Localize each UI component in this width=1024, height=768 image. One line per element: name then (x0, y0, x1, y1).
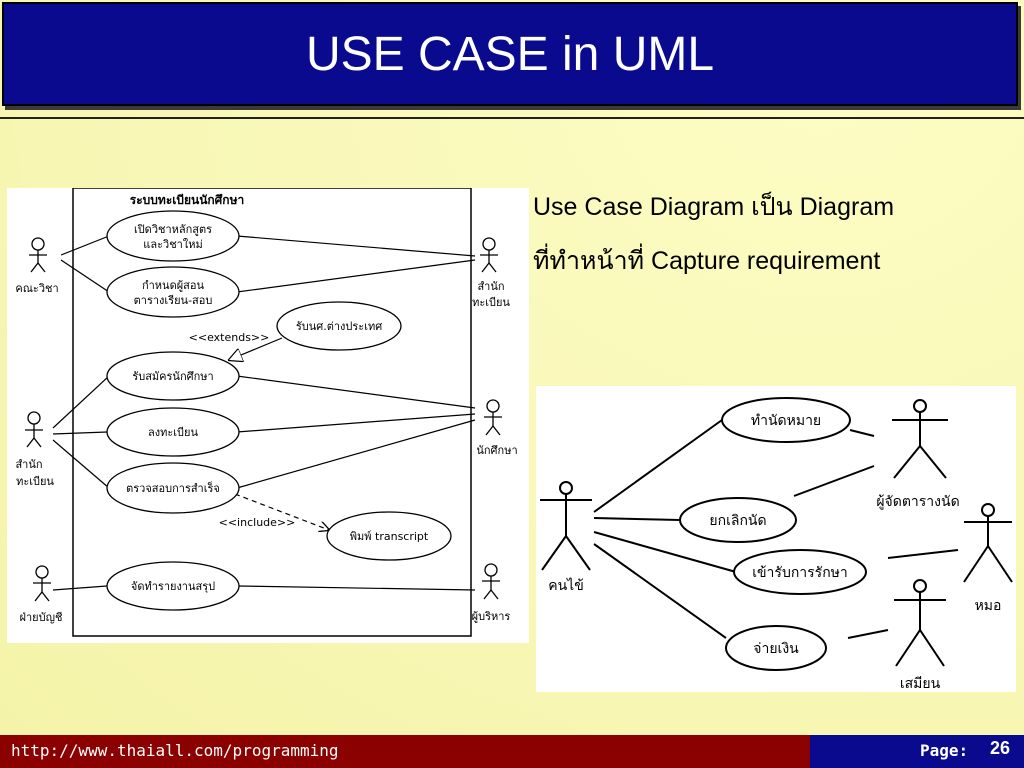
actor-accounting-label: ฝ่ายบัญชี (20, 611, 63, 624)
student-registration-diagram: ระบบทะเบียนนักศึกษา <<extends>> <<includ… (7, 187, 529, 643)
assoc-check-student (236, 419, 476, 489)
assoc-reg-admit (52, 375, 110, 429)
actor-student-label: นักศึกษา (476, 444, 517, 457)
assoc-reg-register (52, 431, 108, 435)
actor-student-icon (484, 399, 502, 436)
usecase-admit-students-label: รับสมัครนักศึกษา (132, 370, 213, 383)
actor-doctor-label: หมอ (975, 598, 1002, 614)
usecase-print-transcript-label: พิมพ์ transcript (350, 530, 429, 543)
usecase-payment-label: จ่ายเงิน (753, 641, 799, 657)
actor-faculty-icon (29, 237, 47, 273)
assoc-accounting-report (52, 585, 108, 591)
slide-title: USE CASE in UML (305, 27, 715, 81)
actor-doctor-icon (963, 503, 1013, 583)
usecase-cancel-appointment-label: ยกเลิกนัด (709, 513, 766, 529)
extends-label: <<extends>> (189, 331, 270, 344)
assoc-schedule-registrar (236, 259, 476, 293)
actor-faculty-label: คณะวิชา (15, 282, 58, 295)
system-name: ระบบทะเบียนนักศึกษา (130, 193, 244, 207)
association-lines (52, 235, 476, 591)
include-label: <<include>> (219, 516, 296, 529)
actor-scheduler-icon (892, 399, 948, 479)
description-line-1: Use Case Diagram เป็น Diagram (533, 193, 895, 221)
actor-patient-icon (540, 481, 592, 571)
student-registration-svg: ระบบทะเบียนนักศึกษา <<extends>> <<includ… (15, 187, 518, 637)
usecase-set-schedule-line1: กำหนดผู้สอน (142, 279, 205, 292)
usecase-register-label: ลงทะเบียน (148, 426, 198, 439)
usecase-summary-report (106, 561, 240, 611)
footer-page-label: Page: (920, 741, 969, 760)
usecase-foreign-students-label: รับนศ.ต่างประเทศ (296, 320, 382, 333)
usecase-print-transcript (326, 511, 452, 561)
clinic-diagram: ทำนัดหมาย ยกเลิกนัด เข้ารับการรักษา จ่าย… (536, 386, 1016, 692)
slide-description: Use Case Diagram เป็น Diagram ที่ทำหน้าท… (533, 180, 894, 288)
assoc-cancel-scheduler (793, 465, 875, 497)
usecase-foreign-students (276, 301, 402, 351)
assoc-appoint-scheduler (849, 429, 875, 437)
actor-executive-label: ผู้บริหาร (472, 610, 511, 623)
assoc-register-student (236, 413, 476, 433)
usecase-admit-students (106, 351, 240, 401)
actor-scheduler-label: ผู้จัดตารางนัด (876, 494, 959, 510)
usecase-open-course-line1: เปิดวิชาหลักสูตร (134, 223, 212, 236)
assoc-patient-cancel (593, 517, 681, 521)
assoc-reg-check (52, 439, 110, 489)
usecase-summary-report-label: จัดทำรายงานสรุป (131, 580, 215, 593)
clinic-association-lines (593, 419, 959, 639)
usecase-payment (725, 625, 827, 671)
usecase-receive-treatment-label: เข้ารับการรักษา (752, 565, 848, 581)
description-line-2: ที่ทำหน้าที่ Capture requirement (533, 247, 881, 275)
usecase-register (106, 407, 240, 457)
actor-registrar-left-label2: ทะเบียน (16, 475, 54, 488)
include-arrow (234, 493, 329, 530)
assoc-pay-cashier (847, 629, 889, 639)
title-divider (0, 117, 1024, 119)
title-bar: USE CASE in UML (2, 2, 1018, 106)
assoc-patient-appoint (593, 419, 723, 513)
extends-arrow (229, 337, 283, 360)
actor-executive-icon (482, 563, 500, 600)
footer-right-bar (810, 735, 1024, 768)
usecase-appointment-label: ทำนัดหมาย (751, 413, 821, 429)
usecase-set-schedule-line2: ตารางเรียน-สอบ (134, 294, 213, 307)
usecase-cancel-appointment (679, 497, 797, 543)
actor-patient-label: คนไข้ (548, 577, 584, 594)
usecase-check-graduation-label: ตรวจสอบการสำเร็จ (126, 481, 220, 495)
actor-accounting-icon (33, 565, 51, 602)
footer-page-number: 26 (990, 738, 1011, 758)
actor-cashier-icon (894, 579, 946, 667)
system-boundary (72, 187, 472, 637)
actor-registrar-right-icon (480, 237, 498, 273)
usecase-open-course (106, 210, 240, 262)
assoc-admit-student (236, 375, 476, 409)
assoc-faculty-schedule (60, 259, 110, 293)
actor-registrar-left-label1: สำนัก (15, 458, 42, 471)
assoc-faculty-open (60, 235, 110, 256)
usecase-receive-treatment (733, 549, 867, 595)
usecase-set-schedule (106, 266, 240, 318)
usecase-appointment (721, 397, 851, 443)
assoc-treat-doctor (887, 549, 959, 559)
usecase-open-course-line2: และวิชาใหม่ (143, 238, 202, 251)
actor-registrar-right-label2: ทะเบียน (472, 296, 510, 309)
footer-url: http://www.thaiall.com/programming (11, 741, 339, 760)
actor-registrar-right-label1: สำนัก (477, 280, 504, 293)
actor-registrar-left-icon (25, 411, 43, 448)
footer-left-bar (0, 735, 810, 768)
assoc-open-registrar (236, 235, 476, 257)
clinic-svg: ทำนัดหมาย ยกเลิกนัด เข้ารับการรักษา จ่าย… (540, 397, 1013, 692)
assoc-report-executive (238, 585, 476, 591)
actor-cashier-label: เสมียน (900, 676, 941, 692)
usecase-check-graduation (106, 462, 240, 514)
assoc-patient-pay (593, 543, 727, 639)
assoc-patient-treat (593, 531, 737, 573)
